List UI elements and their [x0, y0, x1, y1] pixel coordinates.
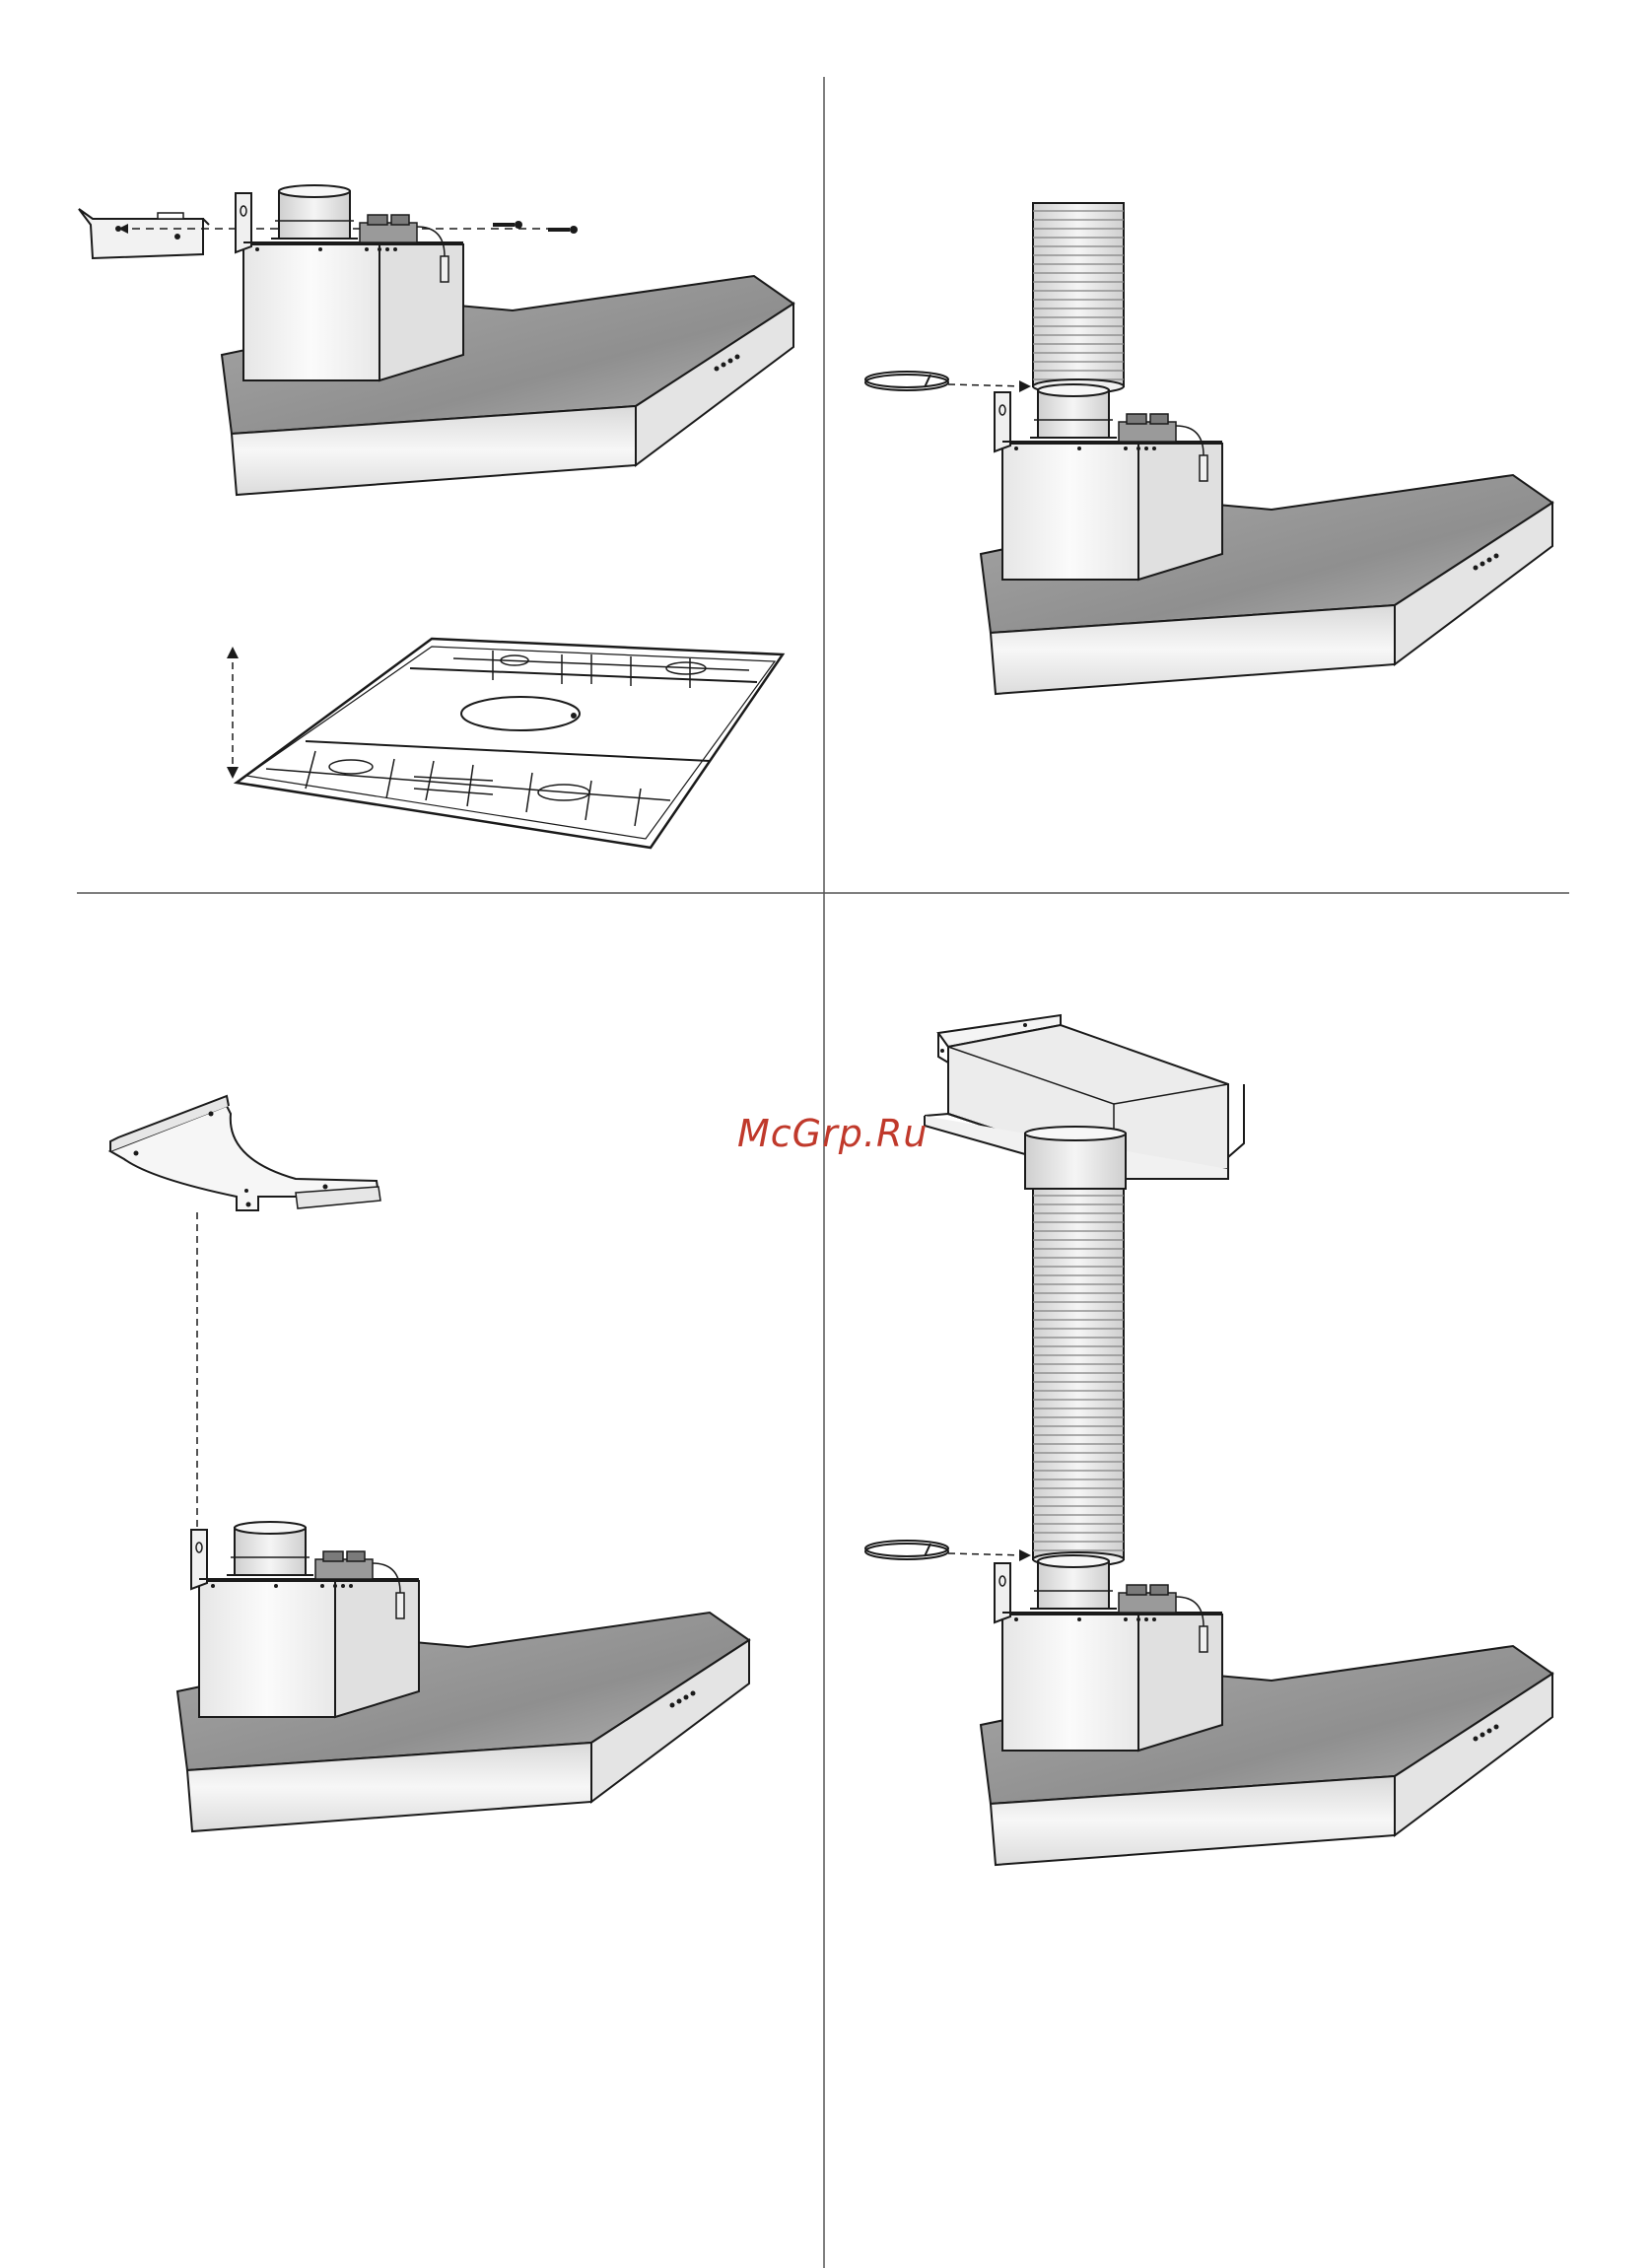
chimney-bracket-icon [110, 1096, 380, 1210]
wall-bracket-icon [79, 209, 209, 258]
panel-1 [79, 185, 793, 848]
hose-clamp-icon [865, 1541, 948, 1559]
cooker-hood [222, 185, 793, 495]
cooker-hood [981, 384, 1552, 694]
panel-4 [865, 1015, 1552, 1865]
flexible-duct-icon [1033, 203, 1124, 393]
distance-arrow-icon [227, 647, 239, 779]
flexible-duct-icon [1025, 1127, 1126, 1566]
panel-2 [865, 203, 1552, 694]
screw-icon [493, 221, 578, 234]
cooker-hood [177, 1522, 749, 1831]
hob-icon [237, 639, 783, 848]
hose-clamp-icon [865, 372, 948, 390]
watermark: McGrp.Ru [737, 1112, 928, 1155]
panel-3 [110, 1096, 749, 1831]
cooker-hood [981, 1555, 1552, 1865]
